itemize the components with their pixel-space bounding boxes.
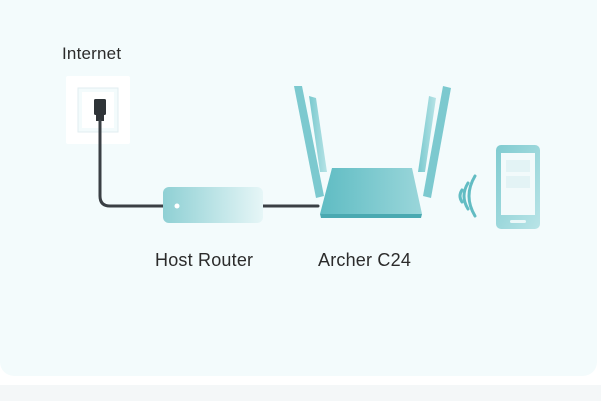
smartphone-icon <box>496 145 540 229</box>
ethernet-cable <box>98 119 166 208</box>
archer-router-icon <box>294 86 451 218</box>
ethernet-plug-icon <box>94 99 106 121</box>
host-router-label: Host Router <box>155 250 254 270</box>
archer-c24-label: Archer C24 <box>318 250 412 270</box>
internet-label: Internet <box>62 44 122 63</box>
host-router-icon <box>163 187 263 223</box>
wifi-signal-icon <box>458 174 477 218</box>
footer-band <box>0 385 601 401</box>
